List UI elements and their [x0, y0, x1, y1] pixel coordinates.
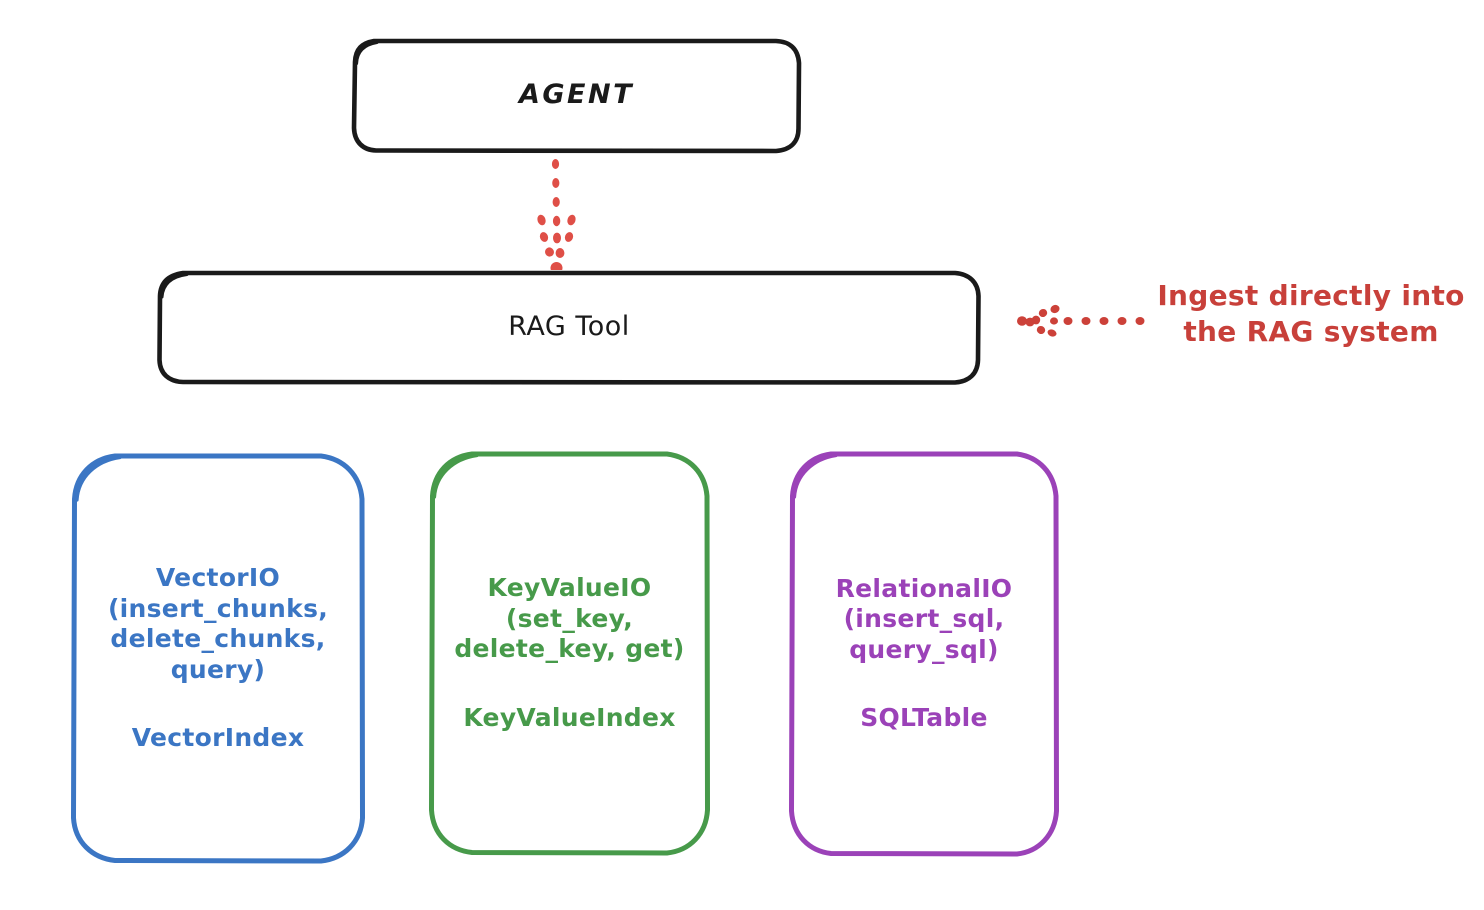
node-vector-io[interactable]: VectorIO (insert_chunks, delete_chunks, …: [70, 452, 366, 865]
node-key-value-io[interactable]: KeyValueIO (set_key, delete_key, get) Ke…: [428, 450, 711, 856]
vector-io-secondary-label: VectorIndex: [131, 723, 305, 753]
node-rag-tool[interactable]: RAG Tool: [157, 270, 981, 385]
relational-io-secondary-label: SQLTable: [860, 703, 988, 732]
relational-io-primary-label: RelationalIO (insert_sql, query_sql): [835, 573, 1013, 664]
node-agent[interactable]: AGENT: [351, 38, 802, 154]
edge-agent-to-rag-tool: [537, 159, 576, 274]
rag-tool-label: RAG Tool: [508, 310, 630, 342]
key-value-io-secondary-label: KeyValueIndex: [463, 702, 676, 732]
annotation-ingest-note: Ingest directly into the RAG system: [1157, 279, 1465, 348]
edge-ingest-note-to-rag-tool: [1017, 304, 1145, 337]
node-relational-io[interactable]: RelationalIO (insert_sql, query_sql) SQL…: [788, 450, 1060, 857]
key-value-io-primary-label: KeyValueIO (set_key, delete_key, get): [454, 573, 685, 663]
agent-label: AGENT: [518, 79, 634, 111]
vector-io-primary-label: VectorIO (insert_chunks, delete_chunks, …: [107, 563, 329, 684]
